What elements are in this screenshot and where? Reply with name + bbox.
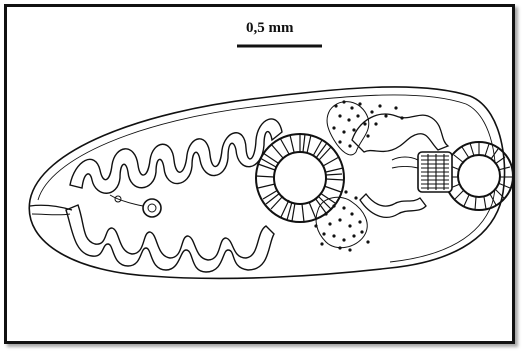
posterior-sucker <box>445 142 513 210</box>
oral-opening <box>30 205 72 210</box>
ventral-sucker <box>256 134 344 222</box>
stipple-dots <box>314 100 403 251</box>
hatched-organ <box>418 152 452 192</box>
lower-convoluted-organ <box>66 205 274 272</box>
lower-right-lobe <box>360 194 426 217</box>
upper-convoluted-organ <box>70 119 282 193</box>
small-vesicle-inner <box>148 204 156 212</box>
duct-to-hatched-organ <box>392 157 418 168</box>
oral-opening-lip <box>32 214 70 215</box>
small-vesicle <box>143 199 161 217</box>
